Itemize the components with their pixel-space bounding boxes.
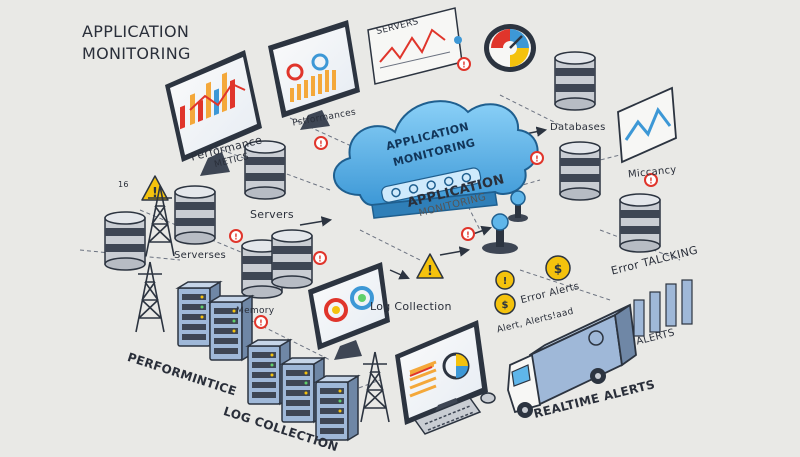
coin-icon: $: [494, 293, 516, 315]
performance-monitor-icon: [165, 50, 262, 176]
coin-icon: $: [545, 255, 571, 281]
label-log-collection-mid: Log Collection: [370, 300, 452, 313]
central-cloud-icon: [333, 100, 539, 219]
page-title-line1: APPLICATION: [82, 22, 190, 41]
alert-dot-icon: [461, 227, 475, 241]
label-databases: Databases: [550, 122, 606, 133]
realtime-monitor-icon: [395, 320, 496, 435]
database-icon: [559, 141, 601, 201]
alert-dot-icon: [313, 251, 327, 265]
svg-text:$: $: [502, 300, 509, 311]
gauge-icon: [484, 24, 536, 72]
transmission-tower-icon: [360, 351, 390, 423]
server-rack-icon: [315, 375, 359, 441]
alert-dot-icon: [229, 229, 243, 243]
log-collection-monitor-icon: [308, 262, 390, 360]
alert-dot-icon: [314, 136, 328, 150]
warning-icon: [416, 253, 444, 280]
database-icon: [619, 193, 661, 253]
label-small-marker: 16: [118, 180, 129, 189]
label-memory: Memory: [236, 306, 275, 316]
svg-text:!: !: [503, 276, 508, 287]
alert-dot-icon: [530, 151, 544, 165]
transmission-tower-icon: [135, 261, 165, 333]
error-alert-badge-icon: !: [495, 270, 515, 290]
miccancy-chart-icon: [617, 86, 677, 164]
database-icon: [104, 211, 146, 271]
label-servers-mid: Servers: [250, 208, 294, 221]
database-icon: [554, 51, 596, 111]
control-joystick-icon: [482, 190, 528, 254]
page-title-line2: MONITORING: [82, 44, 191, 63]
label-serverses: Serverses: [174, 250, 227, 261]
delivery-truck-icon: [507, 303, 637, 418]
database-icon: [244, 140, 286, 200]
performances-monitor-icon: [268, 20, 360, 130]
database-icon: [174, 185, 216, 245]
alert-dot-icon: [254, 315, 268, 329]
svg-text:$: $: [554, 262, 562, 276]
alerts-bar-chart-icon: [633, 279, 693, 337]
database-icon: [271, 229, 313, 289]
